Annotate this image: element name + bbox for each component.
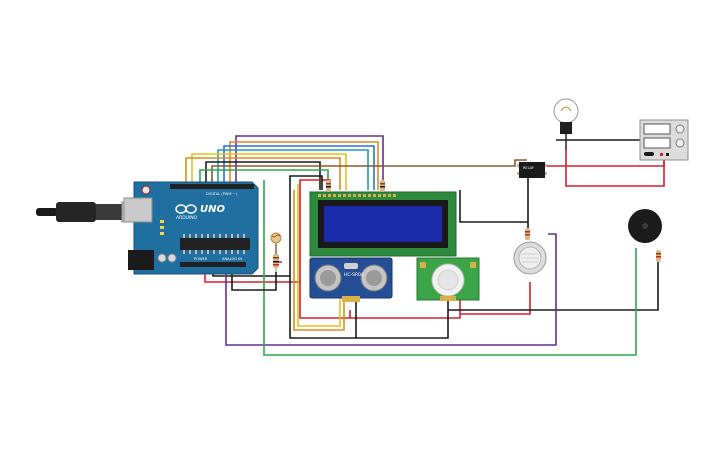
wire-green-long [263, 180, 637, 356]
lcd-screen [324, 206, 442, 242]
atmega-chip [180, 238, 250, 250]
wire-red-pir [350, 300, 461, 319]
lcd-16x2[interactable] [309, 191, 457, 257]
wire-yellow-top [191, 153, 347, 190]
arduino-brand: ARDUINO [176, 215, 198, 221]
wire-purple-top [235, 135, 384, 190]
relay[interactable]: RELAY [517, 162, 547, 178]
reset-button[interactable] [141, 185, 151, 195]
arduino-uno[interactable]: UNO ARDUINO DIGITAL (PWM ~) POWER ANALOG… [123, 181, 259, 275]
wire-red-power [204, 258, 351, 319]
resistor-lcd-2[interactable] [380, 180, 385, 192]
wire-blue-top [223, 145, 375, 190]
power-supply[interactable] [639, 119, 689, 161]
wire-red-gas [460, 282, 531, 315]
resistor-gas[interactable] [525, 228, 530, 240]
wire-black-gas [459, 190, 529, 232]
resistor-buzzer[interactable] [656, 250, 661, 262]
gas-sensor[interactable] [513, 241, 547, 275]
wire-orange-left [185, 157, 341, 190]
wire-yellow-us [297, 184, 341, 327]
piezo-buzzer[interactable] [628, 209, 662, 243]
pir-sensor[interactable] [416, 257, 480, 301]
light-bulb[interactable] [553, 98, 579, 150]
lcd-pins [318, 194, 396, 197]
ultrasonic-model: HC-SR04 [344, 272, 364, 278]
relay-label: RELAY [523, 166, 535, 170]
resistor-ldr[interactable] [273, 254, 279, 268]
wire-black-lcd [289, 175, 323, 276]
wire-black-pir [356, 300, 449, 339]
power-label: POWER [194, 257, 208, 261]
wire-brown-relay [211, 159, 527, 183]
wire-orange-us [293, 190, 345, 331]
arduino-logo [175, 204, 197, 214]
wire-black-buzzer [448, 262, 659, 311]
digital-label: DIGITAL (PWM ~) [206, 192, 238, 196]
ultrasonic-sensor[interactable]: HC-SR04 [309, 257, 393, 302]
chip-pins [183, 234, 245, 254]
wire-purple-long [225, 233, 557, 346]
wire-red-supply [565, 150, 665, 187]
resistor-lcd-1[interactable] [326, 180, 331, 192]
uno-label: UNO [200, 204, 225, 215]
analog-label: ANALOG IN [222, 257, 242, 261]
wires [185, 135, 681, 356]
